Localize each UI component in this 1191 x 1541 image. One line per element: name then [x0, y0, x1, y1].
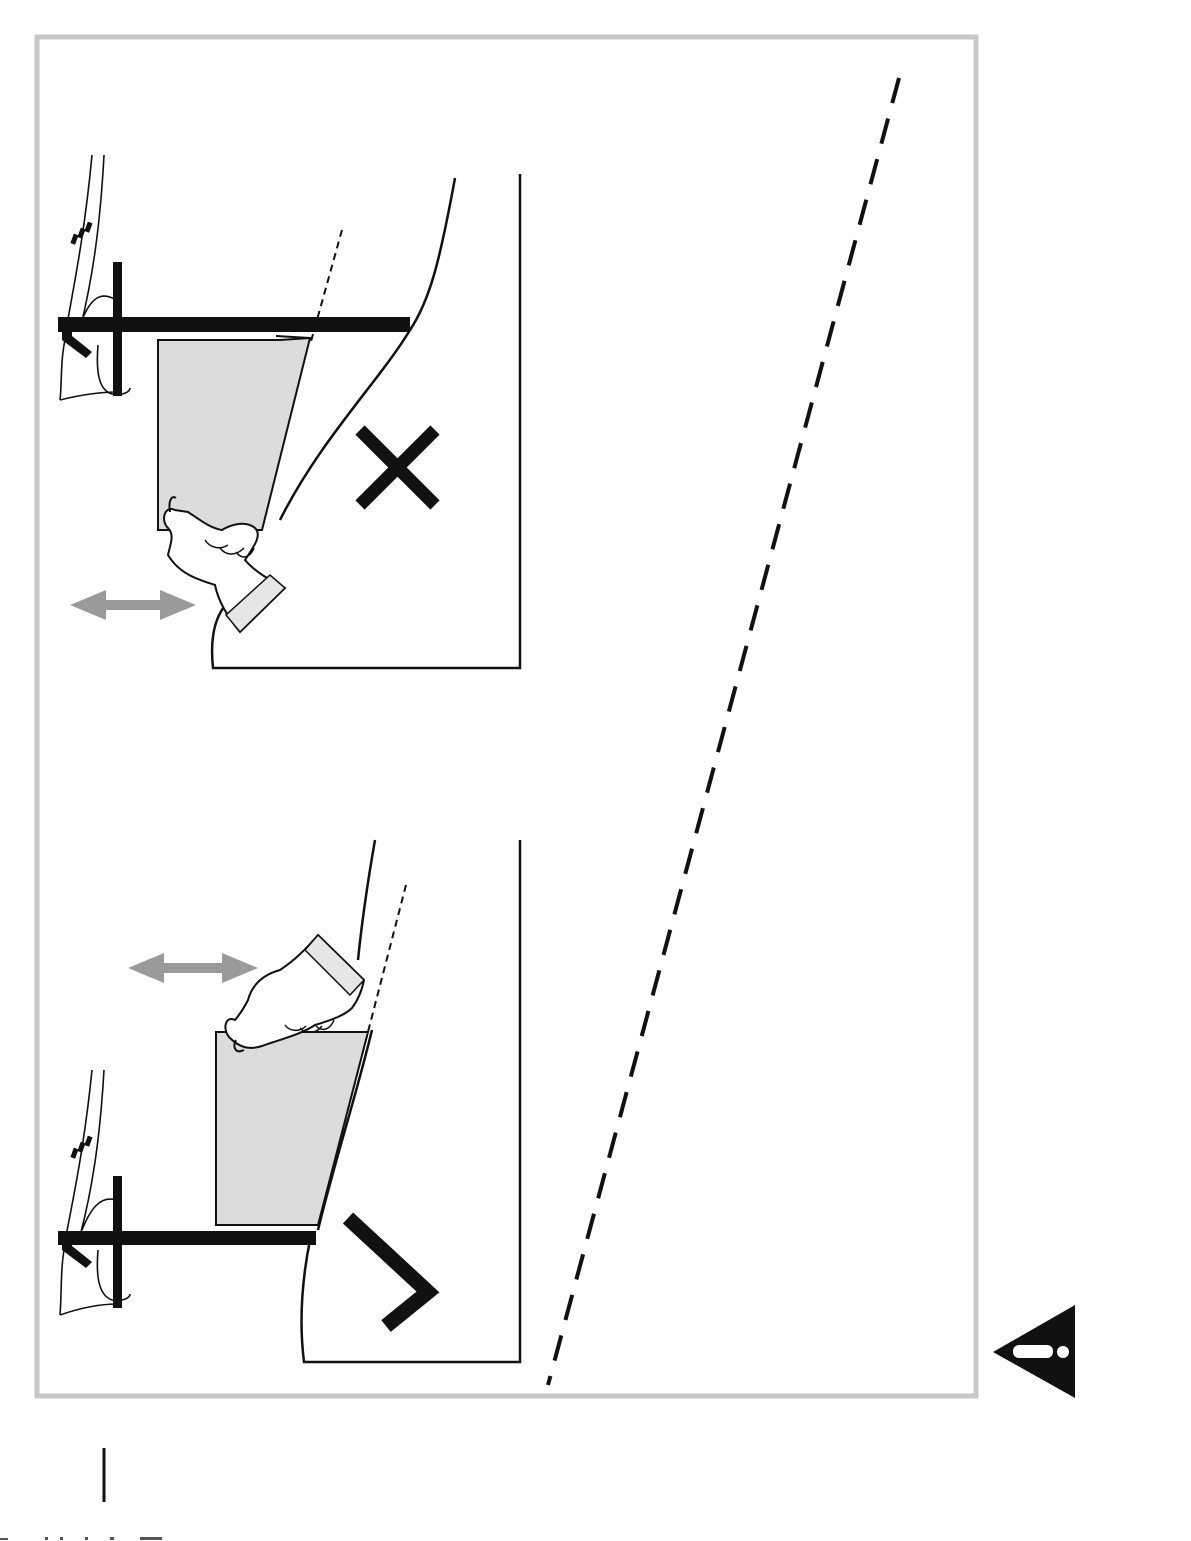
panel-incorrect [58, 155, 520, 668]
double-arrow-icon [70, 590, 196, 620]
paper-sheet-fold [276, 336, 310, 338]
check-mark-icon [348, 1218, 428, 1326]
diagonal-fold-line [548, 78, 899, 1385]
footer-marks [0, 1537, 162, 1540]
horizontal-bar [58, 317, 410, 332]
warning-triangle-icon [993, 1305, 1075, 1398]
double-arrow-icon [128, 953, 258, 983]
horizontal-bar [58, 1231, 316, 1245]
paper-sheet [158, 338, 310, 530]
cross-mark-icon [360, 430, 435, 505]
page-frame [37, 37, 976, 1396]
panel-correct [58, 840, 520, 1362]
